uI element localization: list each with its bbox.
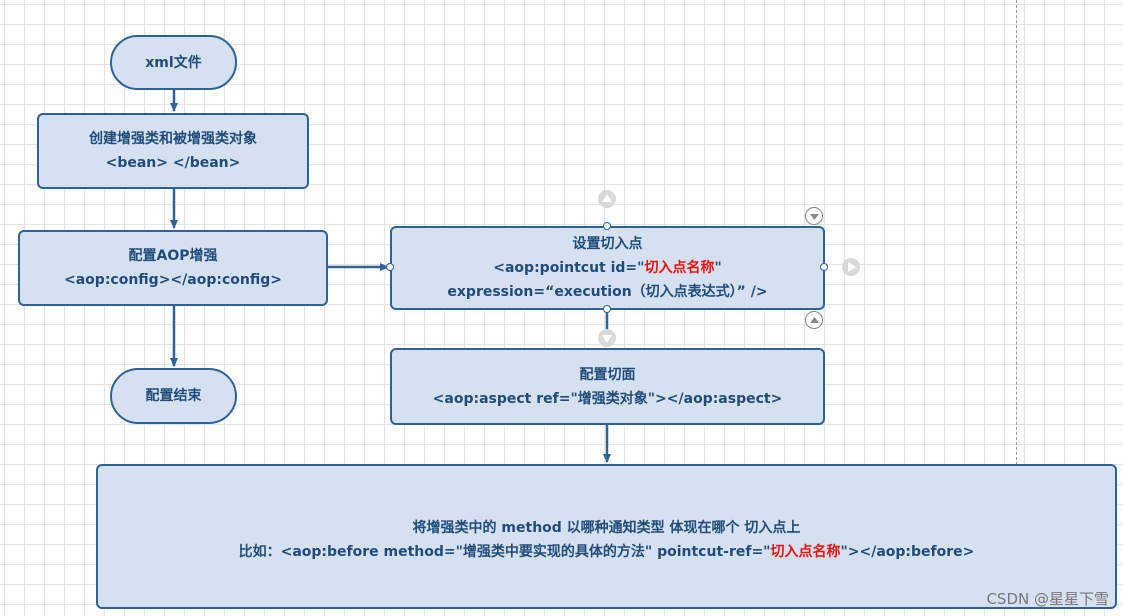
create-beans-title: 创建增强类和被增强类对象: [89, 131, 257, 147]
pointcut-title: 设置切入点: [572, 236, 643, 252]
connect-right-icon[interactable]: [842, 258, 860, 276]
pointcut-node[interactable]: 设置切入点 <aop:pointcut id="切入点名称" expressio…: [390, 226, 825, 310]
pointcut-code-suffix: ": [714, 260, 722, 276]
pointcut-handle-bottom[interactable]: [603, 305, 611, 313]
pointcut-handle-right[interactable]: [820, 263, 828, 271]
rotate-down-icon[interactable]: [805, 207, 823, 225]
aspect-code: <aop:aspect ref="增强类对象"></aop:aspect>: [432, 390, 783, 407]
advice-pointcut-highlight: 切入点名称: [770, 543, 841, 560]
create-beans-code: <bean> </bean>: [105, 155, 241, 171]
aop-config-node[interactable]: 配置AOP增强 <aop:config></aop:config>: [18, 230, 328, 306]
end-node-label: 配置结束: [145, 388, 202, 404]
advice-example-suffix: "></aop:before>: [840, 543, 975, 560]
pointcut-handle-left[interactable]: [386, 263, 394, 271]
pointcut-code: <aop:pointcut id="切入点名称": [493, 256, 722, 280]
start-node-label: xml文件: [145, 54, 202, 71]
pointcut-expression: expression=“execution（切入点表达式）” />: [447, 284, 768, 300]
advice-example-prefix: 比如：<aop:before method="增强类中要实现的具体的方法" po…: [238, 543, 771, 560]
advice-description: 将增强类中的 method 以哪种通知类型 体现在哪个 切入点上: [412, 519, 801, 536]
aspect-title: 配置切面: [579, 366, 636, 383]
end-node[interactable]: 配置结束: [110, 368, 237, 424]
advice-example: 比如：<aop:before method="增强类中要实现的具体的方法" po…: [239, 540, 975, 564]
rotate-up-icon[interactable]: [805, 311, 823, 329]
pointcut-code-prefix: <aop:pointcut id=": [493, 260, 645, 276]
connect-up-icon[interactable]: [598, 190, 616, 208]
pointcut-name-highlight: 切入点名称: [644, 260, 715, 276]
connect-down-icon[interactable]: [598, 329, 616, 347]
aop-config-title: 配置AOP增强: [128, 248, 218, 264]
start-node[interactable]: xml文件: [110, 35, 237, 90]
watermark: CSDN @星星下雪: [986, 590, 1109, 608]
aspect-node[interactable]: 配置切面 <aop:aspect ref="增强类对象"></aop:aspec…: [390, 348, 825, 425]
page-boundary-guide: [1016, 0, 1017, 470]
advice-node[interactable]: 将增强类中的 method 以哪种通知类型 体现在哪个 切入点上 比如：<aop…: [96, 464, 1117, 609]
create-beans-node[interactable]: 创建增强类和被增强类对象 <bean> </bean>: [37, 113, 309, 189]
aop-config-code: <aop:config></aop:config>: [64, 272, 282, 288]
pointcut-handle-top[interactable]: [603, 222, 611, 230]
